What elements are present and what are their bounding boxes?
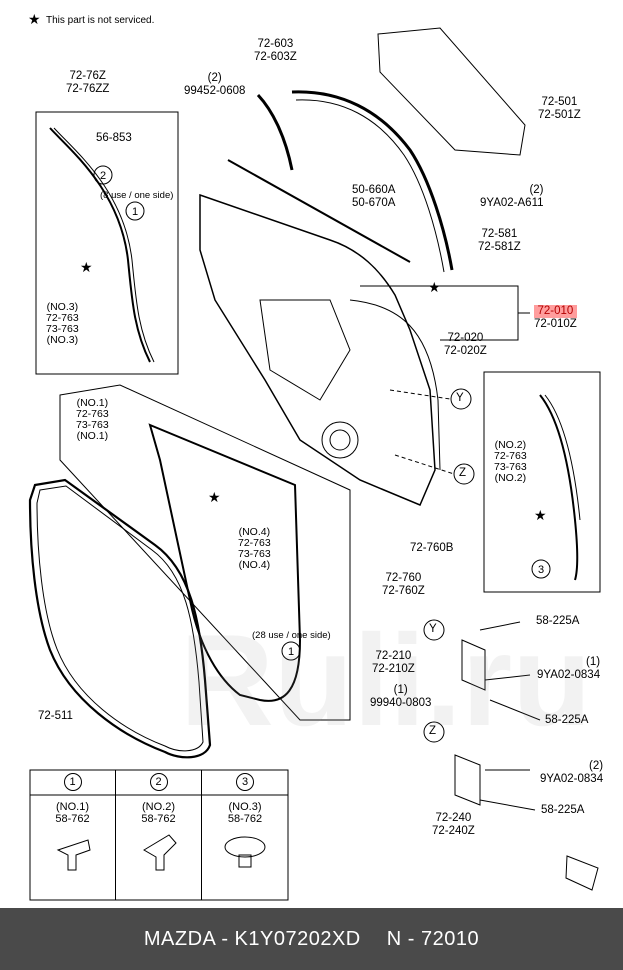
belt-molding (227, 159, 411, 263)
inner-panel (259, 299, 351, 401)
fwd-arrow (565, 855, 599, 891)
legend-cell-3: 3 (NO.3) 58-762 (202, 770, 288, 900)
channel-72-603 (256, 93, 294, 171)
door-shell (199, 193, 436, 506)
svg-text:1: 1 (132, 206, 138, 218)
svg-text:2: 2 (100, 170, 106, 182)
star-icon-note: ★ (28, 12, 41, 28)
y-marker (450, 388, 472, 410)
channel-72-581 (291, 90, 454, 271)
label-9ya02-a611: (2)9YA02-A611 (480, 184, 544, 209)
footer-part-number: MAZDA - K1Y07202XD (143, 928, 361, 950)
speaker-hole (321, 421, 359, 459)
legend-num-3: 3 (236, 773, 254, 791)
strip-72-511 (28, 478, 212, 759)
strip-72-760b (539, 394, 579, 581)
clip-legend: 1 (NO.1) 58-762 2 (NO.2) 58-762 3 (NO.3)… (30, 770, 288, 900)
label-9ya02-0834-1: (1)9YA02-0834 (537, 656, 601, 681)
footer-bar: MAZDA - K1Y07202XD N - 72010 (0, 908, 623, 970)
svg-text:3: 3 (538, 564, 544, 576)
label-72-511: 72-511 (38, 710, 73, 722)
star-icon-door: ★ (428, 280, 441, 296)
clip-icon-no2 (142, 834, 177, 871)
frame-72-760 (59, 384, 351, 721)
z-marker (453, 463, 475, 485)
legend-cell-1: 1 (NO.1) 58-762 (30, 770, 116, 900)
label-72-760b: 72-760B (410, 542, 454, 554)
star-icon-mid: ★ (208, 490, 221, 506)
legend-frame (29, 769, 289, 901)
legend-num-1: 1 (63, 773, 82, 791)
label-8-use: (8 use / one side) (100, 190, 174, 201)
label-9ya02-0834-2: (2)9YA02-0834 (540, 760, 604, 785)
footer-ref: N - 72010 (386, 928, 480, 950)
z-hinge-marker (423, 721, 445, 743)
door-glass (377, 27, 526, 156)
strip-72-76z (49, 127, 151, 363)
legend-cell-2: 2 (NO.2) 58-762 (116, 770, 202, 900)
label-z-hinge: Z (429, 725, 437, 737)
label-56-853: 56-853 (96, 132, 132, 144)
frame-72-76z (35, 111, 179, 375)
hinge-72-210 (461, 639, 486, 691)
highlighted-part-72-010: 72-010 (534, 305, 577, 318)
label-y: Y (456, 392, 464, 404)
clip-icon-no3 (224, 836, 266, 868)
hinge-72-240 (454, 754, 481, 806)
label-28-use: (28 use / one side) (252, 630, 331, 641)
label-99452-0608: (2)99452-0608 (184, 72, 246, 97)
label-99940-0803: (1)99940-0803 (370, 684, 432, 709)
strip-72-760 (148, 423, 302, 702)
star-icon-right: ★ (534, 508, 547, 524)
label-z: Z (459, 467, 467, 479)
svg-text:1: 1 (288, 646, 294, 658)
label-58-225a-1: 58-225A (536, 615, 580, 627)
label-58-225a-2: 58-225A (545, 714, 589, 726)
frame-72-760b (483, 371, 601, 593)
label-y-hinge: Y (429, 623, 437, 635)
legend-num-2: 2 (149, 773, 168, 791)
clip-icon-no1 (56, 839, 91, 871)
label-58-225a-3: 58-225A (541, 804, 585, 816)
star-icon-left: ★ (80, 260, 93, 276)
y-hinge-marker (423, 619, 445, 641)
not-serviced-note: This part is not serviced. (46, 15, 155, 26)
parts-diagram: ★ ★ ★ ★ ★ 2 1 1 3 (28, 12, 601, 901)
